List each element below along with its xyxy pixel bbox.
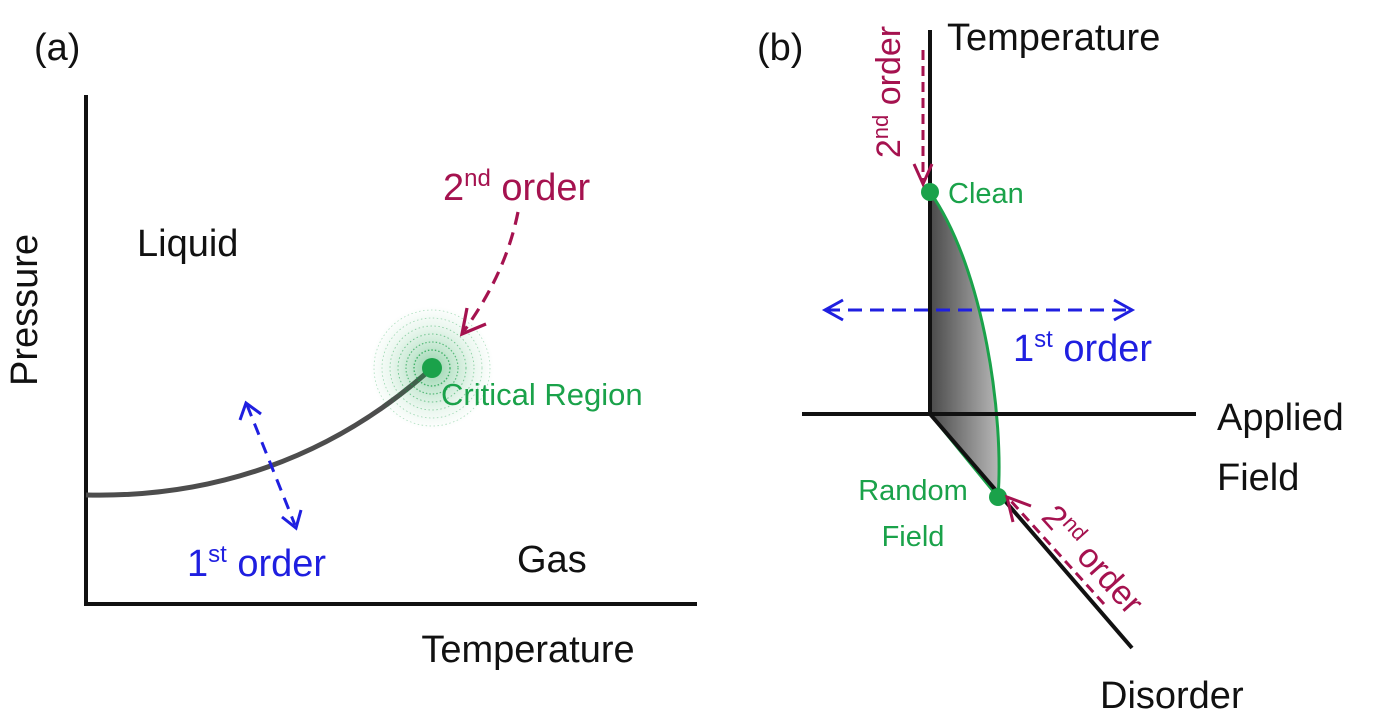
panel-b-field-label: Field [1217, 457, 1299, 499]
panel-a-pressure-axis-label: Pressure [4, 234, 46, 386]
critical-point [422, 358, 442, 378]
panel-a-first-order-arrow [238, 400, 303, 531]
panel-a-temperature-axis-label: Temperature [421, 629, 634, 671]
panel-a-second-order-label: 2nd order [443, 165, 590, 209]
panel-a: (a) Pressure Temperature Critical Region… [4, 27, 697, 671]
panel-b-disorder-label: Disorder [1100, 675, 1244, 716]
panel-a-tag: (a) [34, 27, 80, 69]
panel-b-top-second-order-arrow [912, 50, 934, 188]
clean-label: Clean [948, 178, 1024, 210]
first-order-sheet [928, 187, 1001, 501]
random-label-line2: Field [882, 521, 945, 553]
random-label-line1: Random [858, 475, 968, 507]
panel-a-first-order-label: 1st order [187, 541, 326, 585]
panel-a-second-order-arrow [459, 211, 520, 337]
liquid-label: Liquid [137, 223, 238, 265]
panel-b-top-second-order-label: 2nd order [868, 26, 908, 158]
disorder-axis [928, 412, 1134, 650]
random-field-critical-point [989, 488, 1007, 506]
panel-b-first-order-label: 1st order [1013, 326, 1152, 370]
gas-label: Gas [517, 539, 587, 581]
panel-b: (b) Temperature Applied Field Disorder C… [757, 17, 1344, 716]
panel-b-applied-label: Applied [1217, 397, 1344, 439]
clean-critical-point [921, 183, 939, 201]
critical-region-label: Critical Region [441, 377, 643, 412]
panel-a-axes [84, 95, 697, 606]
panel-b-first-order-arrow [821, 298, 1136, 322]
panel-b-bottom-second-order-arrow [1004, 494, 1106, 606]
panel-b-temperature-label: Temperature [947, 17, 1160, 59]
panel-b-tag: (b) [757, 27, 803, 69]
